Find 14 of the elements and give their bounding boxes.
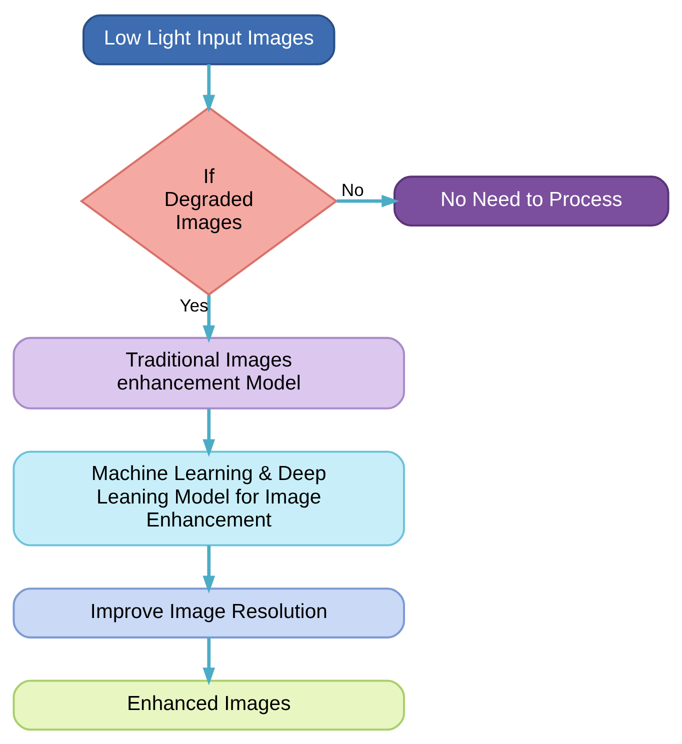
node-box: Enhanced Images (12, 679, 406, 730)
node-box: Traditional Images enhancement Model (12, 336, 406, 409)
arrow (202, 408, 216, 456)
arrow (202, 64, 216, 112)
arrow (202, 544, 216, 593)
edge-label: No (341, 180, 364, 200)
node-diamond: If Degraded Images (80, 106, 338, 296)
node-box: Improve Image Resolution (12, 587, 406, 638)
node-box: No Need to Process (394, 175, 670, 226)
arrow (202, 294, 216, 342)
node-box: Machine Learning & Deep Leaning Model for Image Enhancement (12, 450, 406, 546)
arrow (336, 194, 400, 207)
arrow (202, 637, 216, 685)
node-box: Low Light Input Images (82, 14, 336, 65)
